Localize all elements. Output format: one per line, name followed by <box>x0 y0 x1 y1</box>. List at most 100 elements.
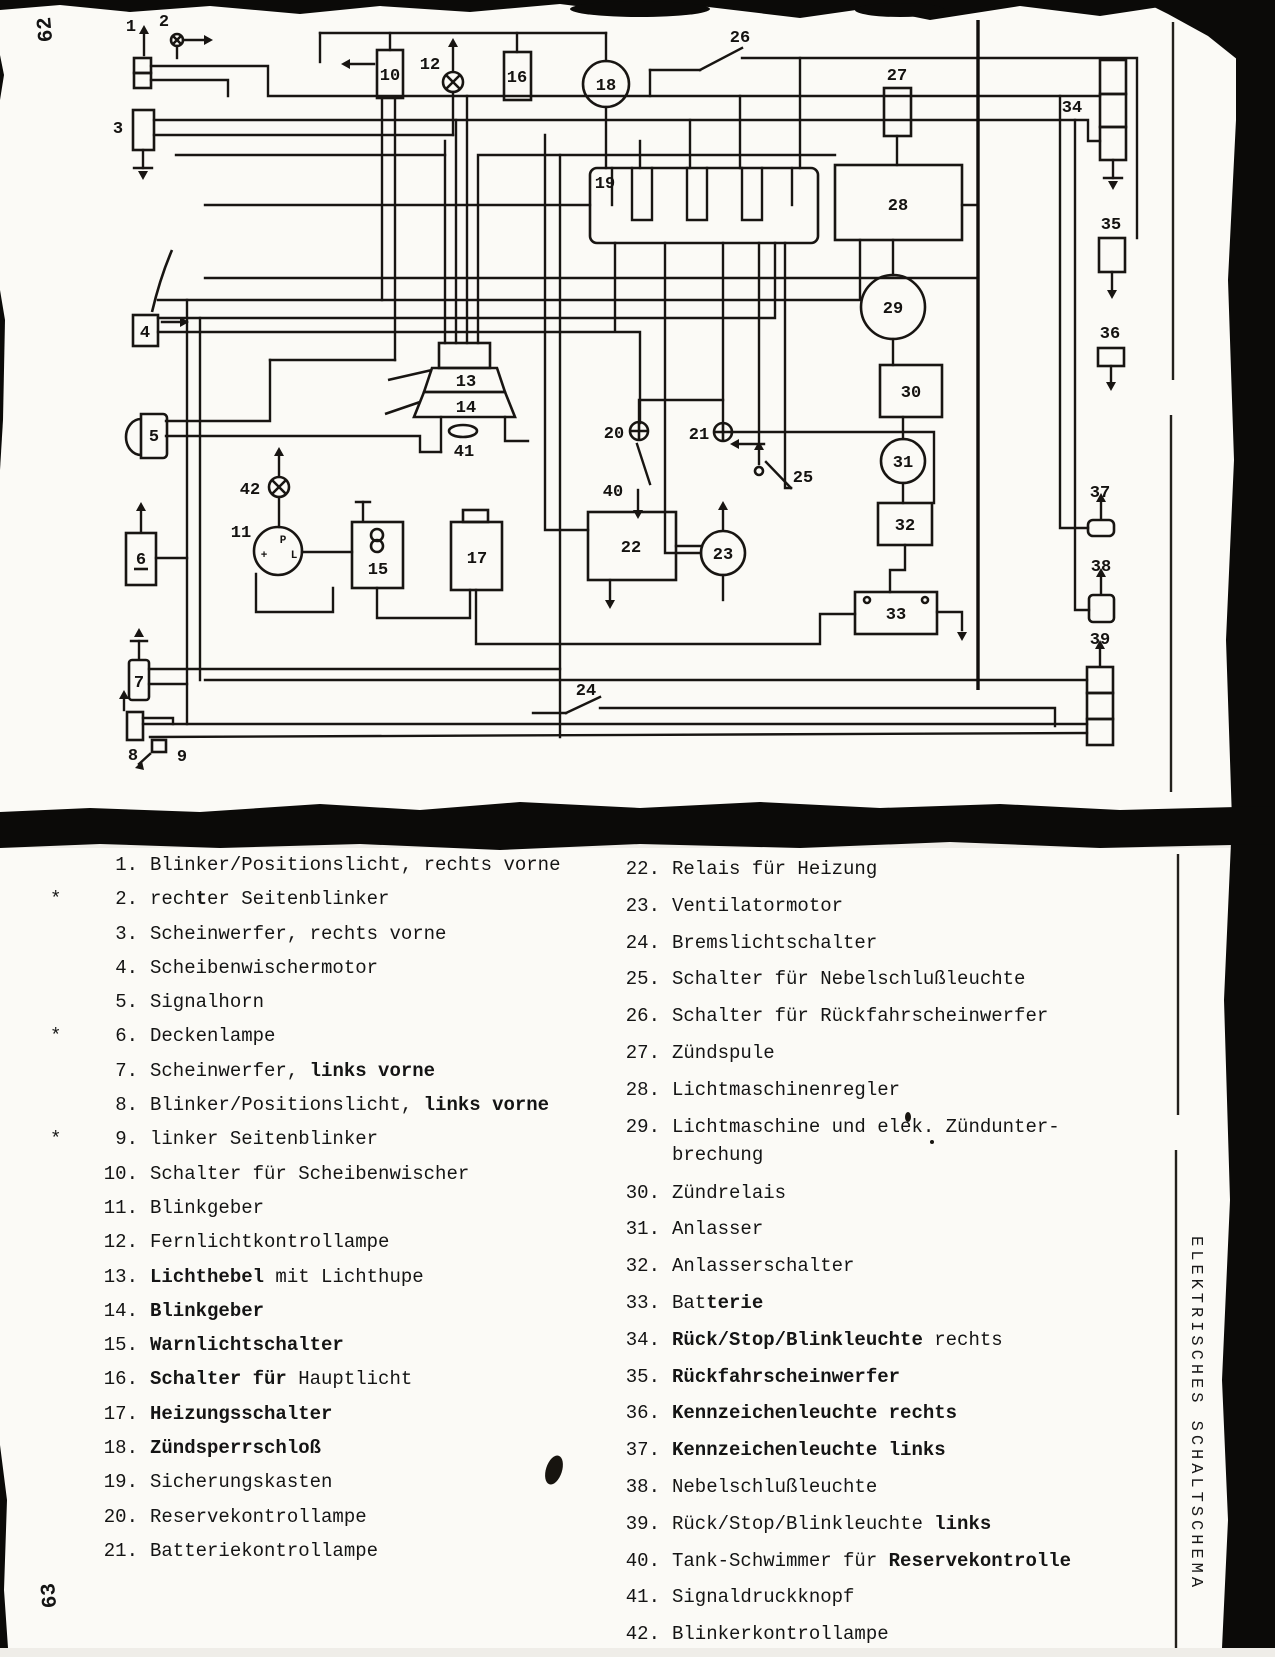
legend-item: 35.Rückfahrscheinwerfer <box>625 1365 901 1388</box>
legend-item: 30.Zündrelais <box>625 1181 787 1204</box>
svg-text:24: 24 <box>576 682 596 701</box>
legend-item: *9.linker Seitenblinker <box>50 1128 379 1151</box>
svg-text:21: 21 <box>689 426 709 445</box>
svg-text:11: 11 <box>231 524 251 543</box>
legend-item: 36.Kennzeichenleuchte rechts <box>625 1402 958 1425</box>
svg-text:23: 23 <box>713 546 733 565</box>
svg-text:41: 41 <box>454 443 474 462</box>
legend-item: *2.rechter Seitenblinker <box>50 888 390 911</box>
legend-item: 25.Schalter für Nebelschlußleuchte <box>625 968 1026 991</box>
legend-item: 41.Signaldruckknopf <box>625 1586 855 1609</box>
legend-column-left: 1.Blinker/Positionslicht, rechts vorne *… <box>50 851 595 1571</box>
legend-item: *6.Deckenlampe <box>50 1025 276 1048</box>
legend-item: 21.Batteriekontrollampe <box>103 1539 379 1562</box>
page-number-bottom: 63 <box>38 1581 64 1610</box>
svg-text:22: 22 <box>621 539 641 558</box>
legend-item: 14.Blinkgeber <box>103 1299 265 1322</box>
svg-text:P: P <box>280 535 287 547</box>
legend-item: 38.Nebelschlußleuchte <box>625 1475 878 1498</box>
svg-text:6: 6 <box>136 551 146 570</box>
svg-text:7: 7 <box>134 674 144 693</box>
svg-text:16: 16 <box>507 69 527 88</box>
legend-item: 20.Reservekontrollampe <box>103 1505 367 1528</box>
svg-text:25: 25 <box>793 469 813 488</box>
legend-item: 27.Zündspule <box>625 1041 775 1064</box>
svg-text:37: 37 <box>1090 484 1110 503</box>
svg-text:40: 40 <box>603 483 623 502</box>
svg-text:38: 38 <box>1091 558 1111 577</box>
legend-item: 18.Zündsperrschloß <box>103 1437 322 1460</box>
svg-text:42: 42 <box>240 481 260 500</box>
svg-text:32: 32 <box>895 517 915 536</box>
legend-item: 28.Lichtmaschinenregler <box>625 1078 901 1101</box>
svg-text:18: 18 <box>596 77 616 96</box>
svg-text:8: 8 <box>128 747 138 766</box>
legend-item: 5.Signalhorn <box>115 991 265 1014</box>
legend-item: 15.Warnlichtschalter <box>103 1334 344 1357</box>
svg-text:31: 31 <box>893 454 913 473</box>
legend-item: 16.Schalter für Hauptlicht <box>103 1368 413 1391</box>
legend-item: 8.Blinker/Positionslicht, links vorne <box>115 1094 550 1117</box>
component-shapes <box>124 32 1128 754</box>
svg-text:34: 34 <box>1062 99 1082 118</box>
legend-item: 3.Scheinwerfer, rechts vorne <box>115 922 447 945</box>
legend-item: 32.Anlasserschalter <box>625 1255 855 1278</box>
legend-item: 7.Scheinwerfer, links vorne <box>115 1059 436 1082</box>
svg-text:15: 15 <box>368 561 388 580</box>
svg-text:28: 28 <box>888 197 908 216</box>
svg-text:19: 19 <box>595 175 615 194</box>
page-number-top: 62 <box>34 15 60 44</box>
legend-item: 40.Tank-Schwimmer für Reservekontrolle <box>625 1549 1072 1572</box>
svg-text:29: 29 <box>883 300 903 319</box>
arrow-and-ground-symbols <box>119 25 1124 770</box>
svg-text:35: 35 <box>1101 216 1121 235</box>
svg-text:39: 39 <box>1090 631 1110 650</box>
legend-item: 37.Kennzeichenleuchte links <box>625 1439 946 1462</box>
svg-text:33: 33 <box>886 606 906 625</box>
svg-text:2: 2 <box>159 13 169 32</box>
legend-page <box>0 848 1275 1648</box>
svg-text:9: 9 <box>177 748 187 767</box>
svg-text:5: 5 <box>149 428 159 447</box>
side-title-vertical: ELEKTRISCHES SCHALTSCHEMA <box>1186 1236 1205 1592</box>
component-number-labels: 1 2 3 4 5 6 7 8 9 10 11 12 13 14 15 16 1… <box>113 13 1121 767</box>
legend-item: 29.Lichtmaschine und elek. Zündunter- br… <box>625 1115 1060 1166</box>
legend-item: 33.Batterie <box>625 1291 764 1314</box>
svg-text:3: 3 <box>113 120 123 139</box>
legend-item: 11.Blinkgeber <box>103 1196 265 1219</box>
legend-item: 42.Blinkerkontrollampe <box>625 1623 889 1646</box>
legend-item: 13.Lichthebel mit Lichthupe <box>103 1265 424 1288</box>
svg-text:14: 14 <box>456 399 476 418</box>
svg-text:36: 36 <box>1100 325 1120 344</box>
ink-speck <box>905 1112 911 1122</box>
legend-item: 17.Heizungsschalter <box>103 1402 333 1425</box>
ink-speck <box>930 1140 934 1144</box>
legend-item: 26.Schalter für Rückfahrscheinwerfer <box>625 1005 1049 1028</box>
legend-column-right: 22.Relais für Heizung 23.Ventilatormotor… <box>560 855 1160 1657</box>
svg-text:17: 17 <box>467 550 487 569</box>
legend-item: 4.Scheibenwischermotor <box>115 956 379 979</box>
svg-text:L: L <box>291 550 298 562</box>
legend-item: 10.Schalter für Scheibenwischer <box>103 1162 470 1185</box>
legend-item: 22.Relais für Heizung <box>625 858 878 880</box>
legend-item: 19.Sicherungskasten <box>103 1471 333 1494</box>
svg-text:10: 10 <box>380 67 400 86</box>
legend-item: 12.Fernlichtkontrollampe <box>103 1231 390 1254</box>
legend-item: 34.Rück/Stop/Blinkleuchte rechts <box>625 1328 1003 1351</box>
fuse-box-internals <box>610 166 794 222</box>
svg-text:4: 4 <box>140 324 150 343</box>
svg-text:30: 30 <box>901 384 921 403</box>
legend-item: 1.Blinker/Positionslicht, rechts vorne <box>115 854 561 876</box>
wires <box>141 31 1139 739</box>
svg-text:1: 1 <box>126 18 136 37</box>
wiring-diagram: 1 2 3 4 5 6 7 8 9 10 11 12 13 14 15 16 1… <box>113 13 1139 770</box>
svg-text:12: 12 <box>420 56 440 75</box>
svg-text:27: 27 <box>887 67 907 86</box>
legend-item: 24.Bremslichtschalter <box>625 931 878 954</box>
legend-item: 31.Anlasser <box>625 1218 764 1241</box>
svg-text:13: 13 <box>456 373 476 392</box>
svg-text:+: + <box>261 550 268 562</box>
svg-text:26: 26 <box>730 29 750 48</box>
legend-item: 23.Ventilatormotor <box>625 894 844 917</box>
